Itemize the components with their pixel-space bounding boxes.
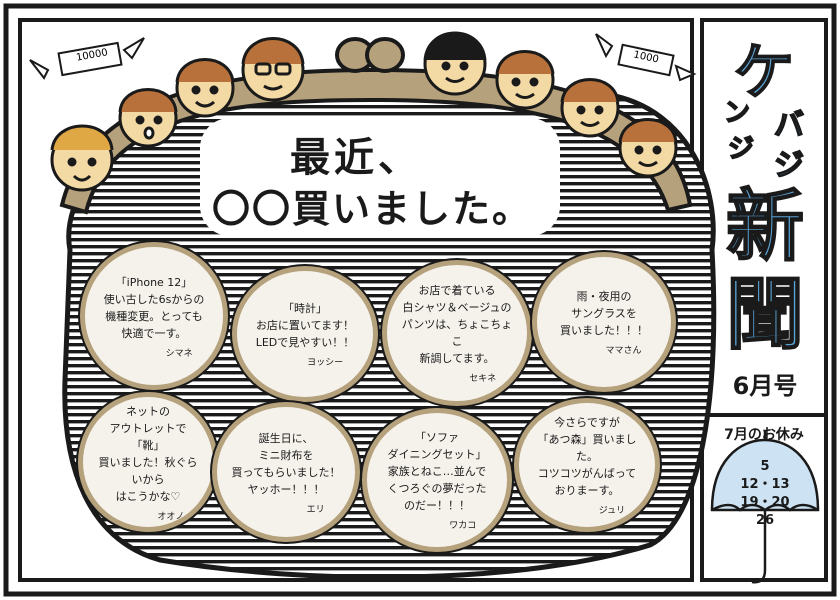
post-text: お店で着ている 白シャツ＆ベージュの パンツは、ちょこちょこ 新調してます。 — [401, 284, 513, 365]
post-bubble: お店で着ている 白シャツ＆ベージュの パンツは、ちょこちょこ 新調してます。 セ… — [382, 260, 532, 406]
face-1 — [50, 124, 114, 192]
masthead-ke: ケ — [733, 37, 795, 109]
post-author: ジュリ — [598, 506, 626, 516]
post-text: ネットの アウトレットで「靴」 買いました！秋ぐらいから はこうかな♡ — [98, 404, 198, 503]
post-bubble: 雨・夜用の サングラスを 買いました！！！ ママさん — [532, 252, 676, 392]
masthead-ji2: ジ — [773, 147, 805, 184]
outer-frame — [3, 3, 837, 597]
holiday-frame — [700, 413, 828, 582]
masthead-ba: バ — [773, 107, 805, 144]
holiday-row: 12・13 — [740, 477, 790, 492]
face-group — [50, 31, 678, 192]
post-bubble: ネットの アウトレットで「靴」 買いました！秋ぐらいから はこうかな♡ オオノ — [78, 392, 218, 532]
title-plate — [200, 118, 560, 236]
masthead-bun: 聞 — [725, 269, 805, 361]
post-author: シマネ — [165, 348, 193, 359]
banknote-right-shape — [595, 33, 697, 82]
post-text: 「時計」 お店に置いてます！ LEDで見やすい！！ — [255, 302, 355, 349]
face-2 — [118, 88, 178, 148]
face-4 — [241, 37, 305, 102]
post-bubble: 誕生日に、 ミニ財布を 買ってもらいました！ ヤッホー！！！ エリ — [212, 402, 360, 542]
umbrella-icon — [710, 430, 820, 584]
page-title-line1: 最近、 — [290, 135, 422, 181]
banknote-left-shape — [29, 37, 145, 80]
clasp-knob-right — [365, 37, 405, 73]
post-author: ママさん — [605, 346, 642, 356]
face-6 — [495, 50, 555, 110]
masthead-n: ン — [723, 97, 751, 129]
post-bubble: 今さらですが 「あつ森」買いました。 コツコツがんばって おりまーす。 ジュリ — [514, 398, 660, 532]
masthead-shin: 新 — [725, 181, 805, 273]
post-text: 雨・夜用の サングラスを 買いました！！！ — [560, 290, 648, 337]
face-8 — [618, 118, 678, 178]
post-author: エリ — [306, 504, 325, 515]
issue-label: 6月号 — [732, 372, 798, 400]
post-author: セキネ — [469, 374, 497, 384]
holiday-row: 26 — [755, 513, 775, 528]
holiday-row: 19・20 — [740, 495, 790, 510]
face-5 — [423, 31, 487, 96]
post-author: ワカコ — [449, 521, 477, 531]
post-bubble: 「ソファ ダイニングセット」 家族とねこ…並んで くつろぐの夢だった のだー！！… — [362, 408, 512, 552]
face-3 — [175, 58, 235, 118]
masthead-ji: ジ — [727, 133, 755, 165]
holiday-label: 7月のお休み — [724, 427, 804, 443]
holiday-dates: 5 12・13 19・20 26 — [712, 458, 818, 530]
holiday-row: 5 — [760, 459, 770, 474]
post-text: 誕生日に、 ミニ財布を 買ってもらいました！ ヤッホー！！！ — [231, 431, 341, 496]
post-author: オオノ — [157, 511, 185, 522]
post-text: 「ソファ ダイニングセット」 家族とねこ…並んで くつろぐの夢だった のだー！！… — [387, 431, 487, 512]
post-author: ヨッシー — [307, 358, 344, 368]
post-text: 今さらですが 「あつ森」買いました。 コツコツがんばって おりまーす。 — [537, 416, 637, 497]
page-title-line2: 〇〇買いました。 — [212, 187, 533, 231]
post-bubble: 「iPhone 12」 使い古した6sからの 機種変更。とっても 快適で一す。 … — [80, 242, 228, 390]
post-bubble: 「時計」 お店に置いてます！ LEDで見やすい！！ ヨッシー — [232, 266, 378, 402]
face-7 — [560, 78, 620, 138]
post-text: 「iPhone 12」 使い古した6sからの 機種変更。とっても 快適で一す。 — [103, 275, 205, 340]
